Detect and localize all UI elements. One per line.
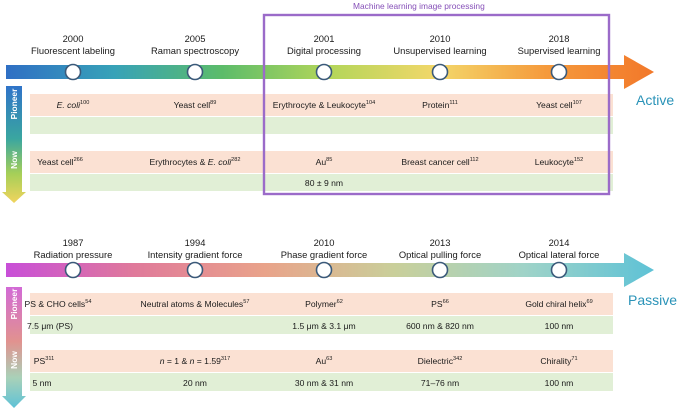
passive-now-size-band xyxy=(30,373,613,391)
active-pioneer-cell: Yeast cell89 xyxy=(173,100,217,110)
passive-milestone-year: 2014 xyxy=(548,237,570,248)
active-now-cell: Yeast cell266 xyxy=(37,157,83,167)
ml-highlight-box xyxy=(262,13,611,196)
passive-milestone-marker-icon xyxy=(64,261,82,279)
passive-now-size-cell: 5 nm xyxy=(32,378,52,388)
active-milestone-name: Digital processing xyxy=(287,45,361,56)
passive-now-size-cell: 71–76 nm xyxy=(420,378,460,388)
passive-milestone-name: Optical lateral force xyxy=(518,249,600,260)
passive-milestone-name: Radiation pressure xyxy=(33,249,113,260)
passive-now-size-cell: 20 nm xyxy=(183,378,207,388)
active-milestone-name: Unsupervised learning xyxy=(393,45,487,56)
active-direction-label: Active xyxy=(636,92,675,108)
active-now-cell: Breast cancer cell112 xyxy=(401,157,479,167)
active-milestone-name: Raman spectroscopy xyxy=(150,45,240,56)
passive-milestone-year: 2010 xyxy=(313,237,335,248)
active-milestone-name: Fluorescent labeling xyxy=(31,45,115,56)
passive-milestone-marker-icon xyxy=(315,261,333,279)
passive-now-cell: Dielectric342 xyxy=(417,356,463,366)
passive-pioneer-label: Pioneer xyxy=(9,288,19,320)
active-milestone-marker-icon xyxy=(315,63,333,81)
passive-table-bands xyxy=(30,293,613,391)
passive-milestone-marker-icon xyxy=(550,261,568,279)
active-vertical-arrow-icon xyxy=(2,86,26,203)
active-milestone-year: 2001 xyxy=(313,33,335,44)
active-milestone-marker-icon xyxy=(64,63,82,81)
passive-vertical-arrow-icon xyxy=(2,287,26,408)
active-now-cell: Leukocyte152 xyxy=(534,157,584,167)
active-milestone-year: 2005 xyxy=(184,33,206,44)
passive-pioneer-size-band xyxy=(30,316,613,334)
passive-pioneer-size-cell: 600 nm & 820 nm xyxy=(406,321,474,331)
passive-now-band xyxy=(30,350,613,372)
passive-pioneer-size-cell: 1.5 μm & 3.1 μm xyxy=(292,321,356,331)
active-now-label: Now xyxy=(9,151,19,169)
passive-milestone-year: 1994 xyxy=(184,237,206,248)
passive-now-cell: n = 1 & n = 1.59317 xyxy=(159,356,231,366)
active-pioneer-cell: E. coli100 xyxy=(56,100,90,110)
active-pioneer-cell: Erythrocyte & Leukocyte104 xyxy=(272,100,376,110)
active-pioneer-size-band xyxy=(30,117,613,134)
passive-pioneer-cell: Polymer62 xyxy=(305,299,343,309)
active-milestone-marker-icon xyxy=(186,63,204,81)
active-milestone-year: 2000 xyxy=(62,33,84,44)
passive-pioneer-band xyxy=(30,293,613,315)
active-now-size-band xyxy=(30,174,613,191)
active-pioneer-cell: Protein111 xyxy=(422,100,458,110)
passive-milestone-marker-icon xyxy=(431,261,449,279)
passive-pioneer-cell: Neutral atoms & Molecules57 xyxy=(140,299,250,309)
passive-milestone-year: 2013 xyxy=(429,237,451,248)
active-now-band xyxy=(30,151,613,173)
passive-milestone-name: Intensity gradient force xyxy=(147,249,243,260)
passive-now-cell: PS311 xyxy=(33,356,55,366)
active-milestone-marker-icon xyxy=(431,63,449,81)
active-pioneer-band xyxy=(30,94,613,116)
passive-milestone-name: Phase gradient force xyxy=(280,249,368,260)
active-now-cell: Erythrocytes & E. coli282 xyxy=(149,157,241,167)
passive-now-size-cell: 30 nm & 31 nm xyxy=(294,378,354,388)
passive-now-label: Now xyxy=(9,351,19,369)
active-milestone-year: 2010 xyxy=(429,33,451,44)
ml-box-label: Machine learning image processing xyxy=(353,1,485,11)
passive-pioneer-cell: Gold chiral helix69 xyxy=(525,299,593,309)
passive-direction-label: Passive xyxy=(628,292,678,308)
active-milestone-markers xyxy=(64,63,568,81)
passive-milestone-markers xyxy=(64,261,568,279)
active-now-cell: Au85 xyxy=(315,157,333,167)
active-now-size-cell: 80 ± 9 nm xyxy=(304,178,344,188)
passive-milestone-marker-icon xyxy=(186,261,204,279)
active-milestone-name: Supervised learning xyxy=(517,45,601,56)
passive-now-cell: Chirality71 xyxy=(540,356,578,366)
active-milestone-year: 2018 xyxy=(548,33,570,44)
passive-pioneer-cell: PS & CHO cells54 xyxy=(24,299,92,309)
passive-milestone-year: 1987 xyxy=(62,237,84,248)
active-pioneer-cell: Yeast cell107 xyxy=(536,100,582,110)
active-milestone-marker-icon xyxy=(550,63,568,81)
passive-pioneer-cell: PS66 xyxy=(431,299,449,309)
active-table-bands xyxy=(30,94,613,191)
passive-now-size-cell: 100 nm xyxy=(544,378,574,388)
passive-pioneer-size-cell: 7.5 μm (PS) xyxy=(26,321,74,331)
passive-milestone-name: Optical pulling force xyxy=(398,249,482,260)
passive-now-cell: Au63 xyxy=(315,356,333,366)
active-pioneer-label: Pioneer xyxy=(9,88,19,120)
passive-pioneer-size-cell: 100 nm xyxy=(544,321,574,331)
